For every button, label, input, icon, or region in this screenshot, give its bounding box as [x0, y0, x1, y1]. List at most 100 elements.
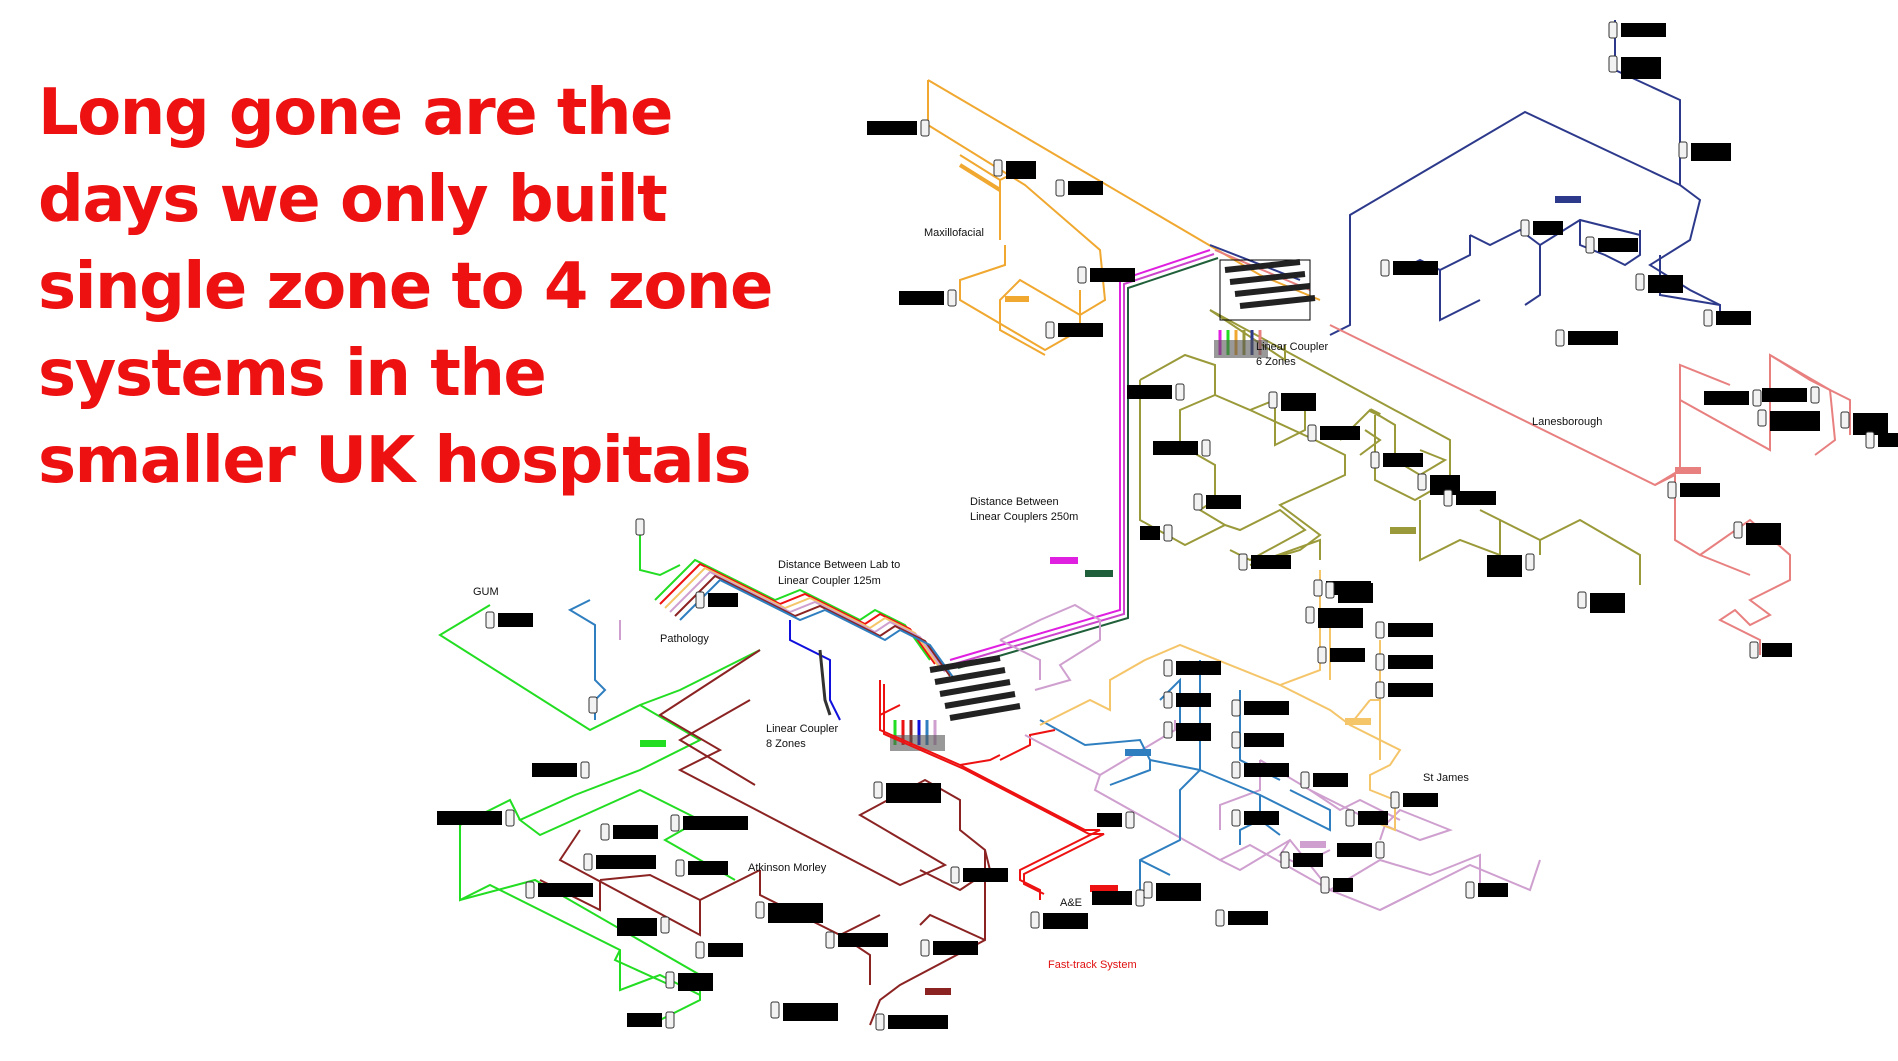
label-coupler-6-line2: 6 Zones [1256, 356, 1296, 368]
station-icon [1577, 591, 1587, 609]
station-icon [1345, 809, 1355, 827]
redacted-station-label [1176, 661, 1221, 675]
redacted-station-label [1568, 331, 1618, 345]
headline-line-5: smaller UK hospitals [38, 424, 752, 498]
redacted-station-label [627, 1013, 662, 1027]
station-icon [1163, 691, 1173, 709]
station-icon [1231, 699, 1241, 717]
headline-line-4: systems in the [38, 337, 547, 411]
station-icon [1193, 493, 1203, 511]
redacted-station-label [1330, 648, 1365, 662]
redacted-station-label [708, 593, 738, 607]
station-icon [950, 866, 960, 884]
station-icon [1307, 424, 1317, 442]
headline-line-3: single zone to 4 zone [38, 250, 773, 324]
station-icon [1055, 179, 1065, 197]
redacted-station-label [1388, 655, 1433, 669]
redacted-station-label [1770, 411, 1820, 431]
redacted-station-label [613, 825, 658, 839]
station-icon [1840, 411, 1850, 429]
station-icon [670, 814, 680, 832]
redacted-station-label [1251, 555, 1291, 569]
label-distance-125-line1: Distance Between Lab to [778, 559, 900, 571]
redacted-station-label [1533, 221, 1563, 235]
redacted-station-label [1430, 475, 1460, 495]
zone-olive [1139, 309, 1641, 585]
redacted-station-label [1590, 593, 1625, 613]
station-icon [1525, 553, 1535, 571]
redacted-station-label [1313, 773, 1348, 787]
redacted-station-label [1006, 161, 1036, 179]
redacted-station-label [899, 291, 944, 305]
redacted-station-label [1153, 441, 1198, 455]
station-icon [1030, 911, 1040, 929]
label-lanesborough: Lanesborough [1532, 416, 1602, 428]
label-ae: A&E [1060, 897, 1082, 909]
station-icon [1305, 606, 1315, 624]
station-icon [920, 939, 930, 957]
station-icon [1865, 431, 1875, 449]
redacted-station-label [1393, 261, 1438, 275]
redacted-station-label [1043, 913, 1088, 929]
redacted-station-label [1383, 453, 1423, 467]
redacted-station-label [1338, 583, 1373, 603]
redacted-station-label [1156, 883, 1201, 901]
station-icon [695, 591, 705, 609]
redacted-station-label [1456, 491, 1496, 505]
station-icon [1585, 236, 1595, 254]
station-icon [770, 1001, 780, 1019]
redacted-station-label [708, 943, 743, 957]
redacted-station-label [1598, 238, 1638, 252]
station-icon [1520, 219, 1530, 237]
redacted-station-label [1318, 608, 1363, 628]
station-icon [1390, 791, 1400, 809]
station-icon [665, 971, 675, 989]
station-icon [1635, 273, 1645, 291]
redacted-station-label [1206, 495, 1241, 509]
label-atkinson-morley: Atkinson Morley [748, 862, 827, 874]
zone-steel-blue [1039, 660, 1331, 900]
redacted-station-label [1068, 181, 1103, 195]
station-icon [1370, 451, 1380, 469]
redacted-station-label [1388, 683, 1433, 697]
station-icon [1375, 841, 1385, 859]
redacted-station-label [933, 941, 978, 955]
redacted-station-label [1092, 891, 1132, 905]
station-icon [1749, 641, 1759, 659]
station-icon [583, 853, 593, 871]
zone-maxillofacial [927, 79, 1321, 356]
station-icon [525, 881, 535, 899]
redacted-station-label [1853, 413, 1888, 435]
station-icon [1417, 473, 1427, 491]
diagram-labels: Maxillofacial Linear Coupler 6 Zones Lan… [473, 227, 1602, 971]
headline-line-2: days we only built [38, 163, 668, 237]
redacted-station-label [1691, 143, 1731, 161]
station-icon [1313, 579, 1323, 597]
redacted-station-label [1878, 433, 1898, 447]
station-icon [665, 1011, 675, 1029]
label-distance-250-line2: Linear Couplers 250m [970, 511, 1078, 523]
station-icon [947, 289, 957, 307]
redacted-station-label [1621, 57, 1661, 79]
station-icon [1163, 524, 1173, 542]
redacted-station-label [888, 1015, 948, 1029]
redacted-station-label [768, 903, 823, 923]
station-icon [485, 611, 495, 629]
redacted-station-label [1244, 701, 1289, 715]
redacted-station-label [963, 868, 1008, 882]
station-icon [1608, 21, 1618, 39]
station-icon [1163, 659, 1173, 677]
zone-st-james [1039, 570, 1402, 832]
station-icon [920, 119, 930, 137]
redacted-station-label [867, 121, 917, 135]
station-icon [1077, 266, 1087, 284]
station-icon [635, 518, 645, 536]
redacted-station-label [1058, 323, 1103, 337]
redacted-station-label [1746, 523, 1781, 545]
redacted-station-label [617, 918, 657, 936]
label-st-james: St James [1423, 772, 1469, 784]
redacted-station-label [1358, 811, 1388, 825]
station-icon [1703, 309, 1713, 327]
station-icon [1215, 909, 1225, 927]
